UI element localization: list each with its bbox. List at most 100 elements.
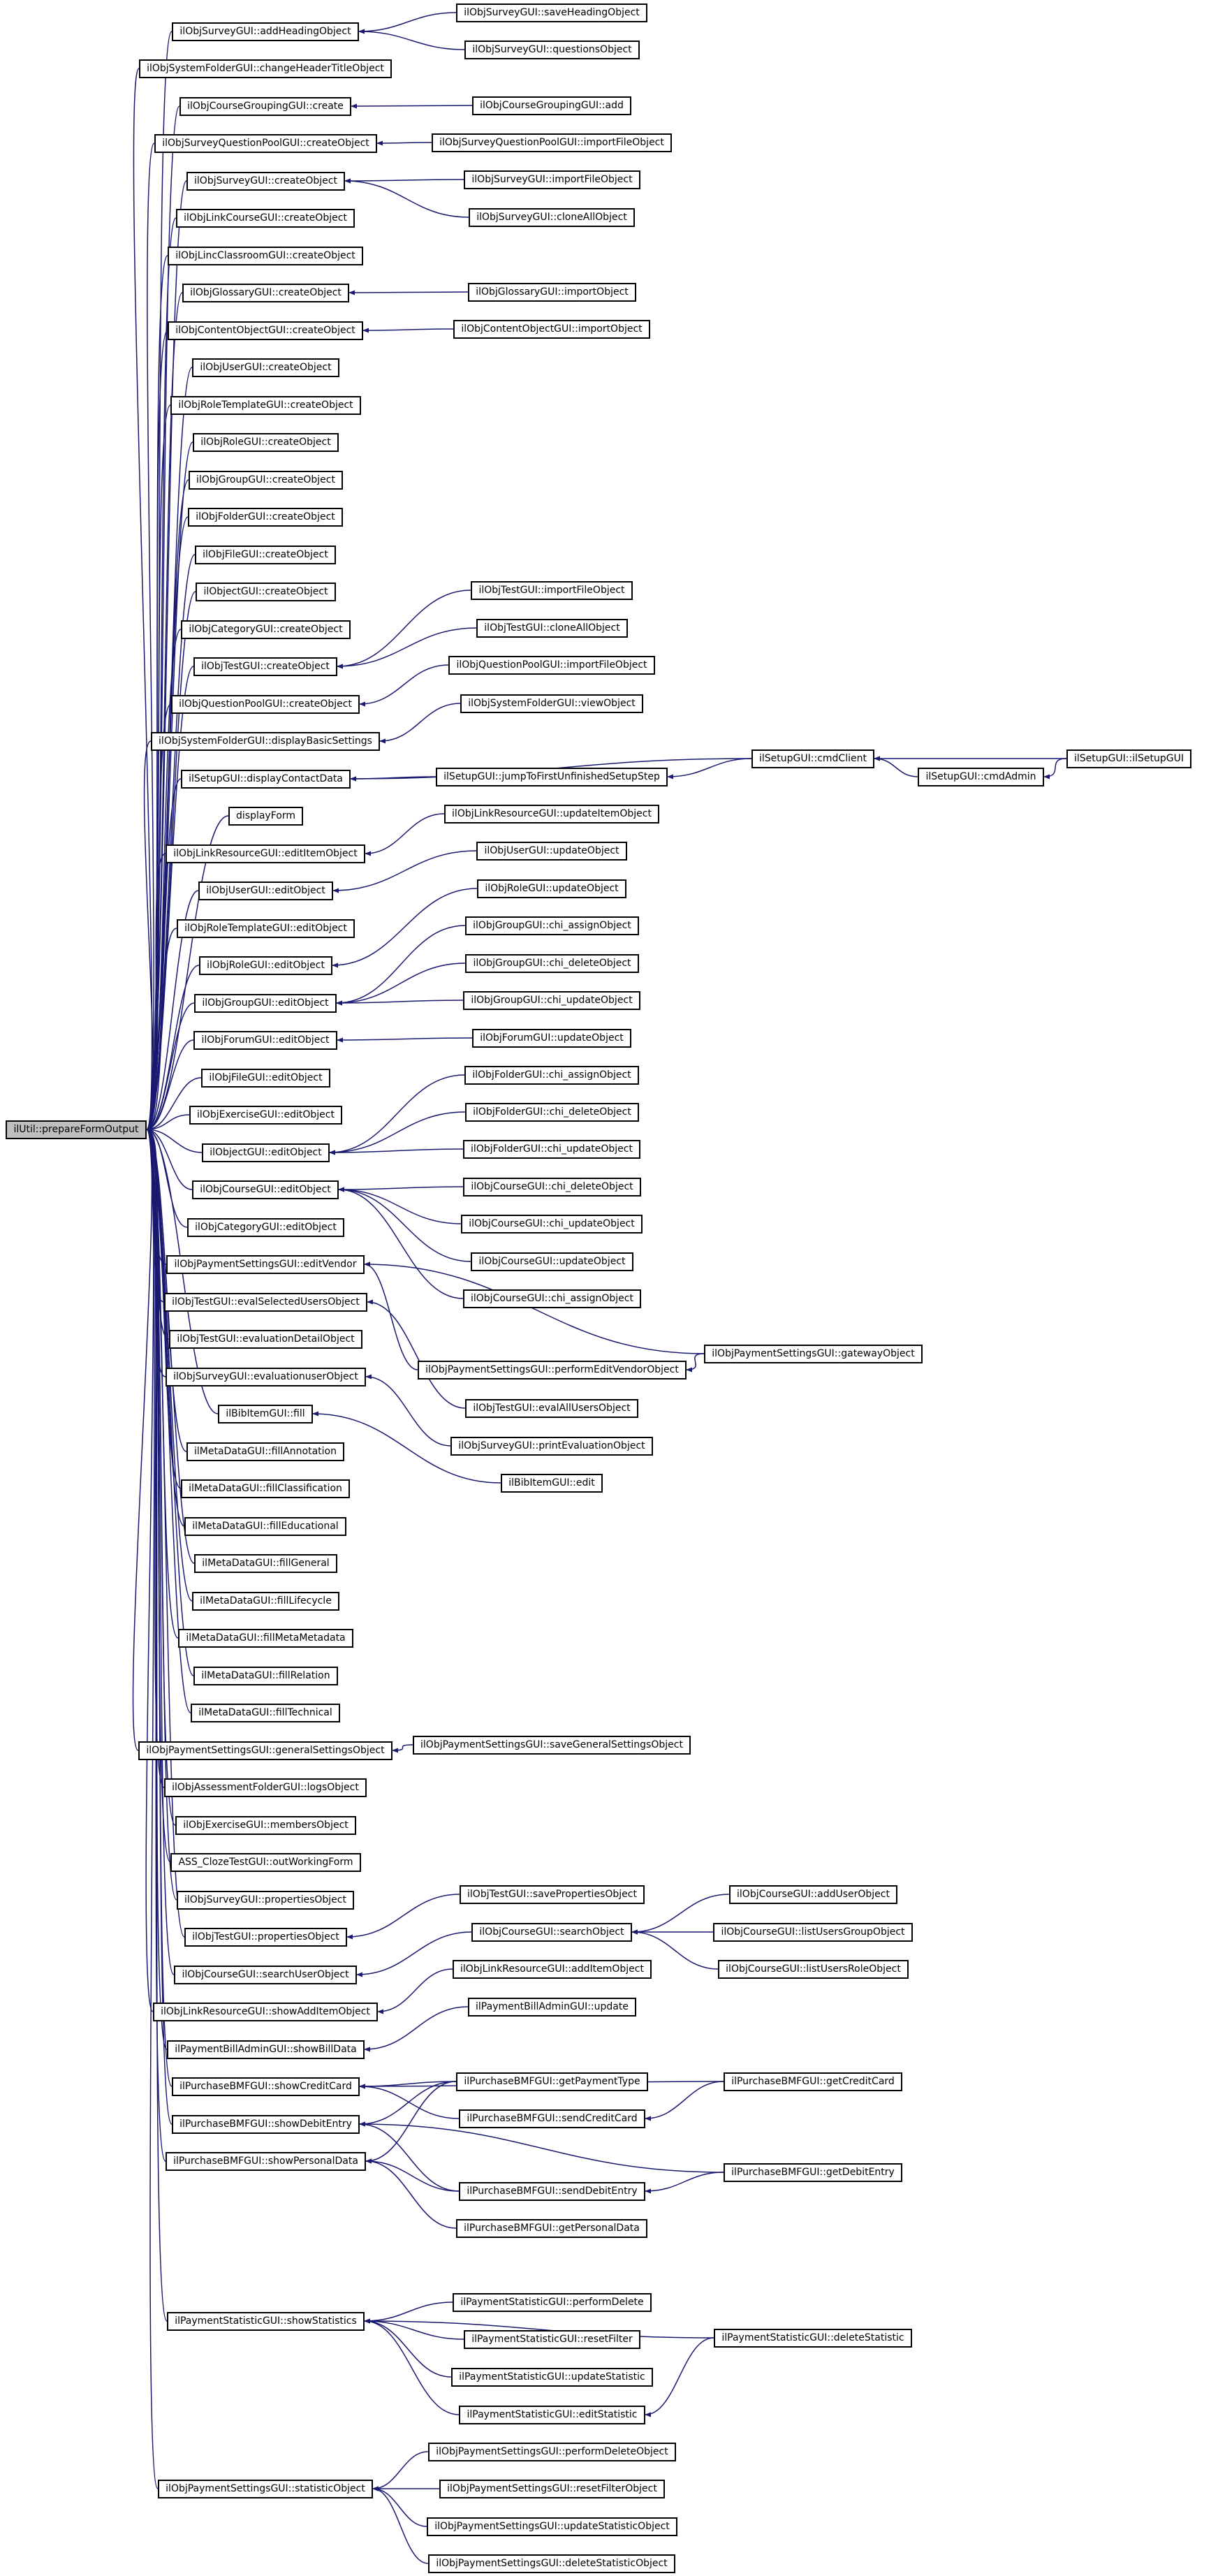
function-node[interactable]: ilObjFileGUI::createObject — [195, 546, 336, 564]
function-node[interactable]: ASS_ClozeTestGUI::outWorkingForm — [170, 1853, 361, 1872]
function-node[interactable]: ilObjUserGUI::editObject — [198, 881, 333, 900]
function-node[interactable]: ilPurchaseBMFGUI::showPersonalData — [166, 2152, 366, 2171]
function-node[interactable]: ilObjRoleGUI::updateObject — [477, 879, 626, 898]
function-node[interactable]: ilSetupGUI::cmdClient — [751, 749, 874, 768]
function-node[interactable]: ilObjSurveyGUI::printEvaluationObject — [450, 1437, 653, 1456]
function-node[interactable]: ilObjectGUI::createObject — [196, 583, 336, 601]
function-node[interactable]: ilSetupGUI::cmdAdmin — [918, 768, 1044, 786]
function-node[interactable]: ilObjTestGUI::evaluationDetailObject — [169, 1330, 362, 1349]
function-node[interactable]: ilObjForumGUI::editObject — [193, 1031, 337, 1050]
function-node[interactable]: ilPurchaseBMFGUI::showDebitEntry — [172, 2115, 360, 2134]
function-node[interactable]: ilObjPaymentSettingsGUI::saveGeneralSett… — [413, 1736, 691, 1755]
function-node[interactable]: ilPurchaseBMFGUI::getPaymentType — [456, 2072, 648, 2091]
function-node[interactable]: ilObjGroupGUI::createObject — [189, 471, 343, 490]
function-node[interactable]: ilSetupGUI::jumpToFirstUnfinishedSetupSt… — [436, 768, 668, 786]
function-node[interactable]: ilObjCourseGUI::chi_deleteObject — [463, 1178, 641, 1196]
function-node[interactable]: ilObjContentObjectGUI::importObject — [453, 320, 650, 339]
function-node[interactable]: ilObjPaymentSettingsGUI::editVendor — [166, 1255, 365, 1274]
function-node[interactable]: ilObjUserGUI::updateObject — [476, 842, 627, 861]
function-node[interactable]: ilObjRoleTemplateGUI::createObject — [170, 396, 361, 415]
function-node[interactable]: ilObjCourseGUI::addUserObject — [729, 1885, 897, 1904]
function-node[interactable]: ilObjLinkResourceGUI::editItemObject — [166, 844, 365, 863]
function-node[interactable]: ilObjCourseGUI::listUsersGroupObject — [713, 1923, 913, 1942]
function-node[interactable]: ilObjQuestionPoolGUI::createObject — [171, 695, 360, 714]
function-node[interactable]: ilObjPaymentSettingsGUI::generalSettings… — [138, 1741, 392, 1760]
function-node[interactable]: ilObjSurveyGUI::propertiesObject — [177, 1891, 354, 1910]
function-node[interactable]: displayForm — [228, 807, 303, 826]
function-node[interactable]: ilObjUserGUI::createObject — [192, 358, 339, 377]
function-node[interactable]: ilObjGroupGUI::editObject — [194, 994, 337, 1013]
function-node[interactable]: ilObjSurveyQuestionPoolGUI::importFileOb… — [432, 133, 672, 152]
function-node[interactable]: ilPurchaseBMFGUI::sendDebitEntry — [459, 2182, 645, 2201]
function-node[interactable]: ilObjLinkCourseGUI::createObject — [176, 209, 355, 228]
function-node[interactable]: ilObjSystemFolderGUI::displayBasicSettin… — [151, 732, 380, 751]
function-node[interactable]: ilObjContentObjectGUI::createObject — [168, 321, 363, 340]
function-node[interactable]: ilMetaDataGUI::fillAnnotation — [186, 1442, 344, 1461]
function-node[interactable]: ilObjLinkResourceGUI::addItemObject — [453, 1960, 652, 1979]
function-node[interactable]: ilObjFolderGUI::chi_deleteObject — [465, 1103, 639, 1122]
function-node[interactable]: ilPaymentStatisticGUI::showStatistics — [167, 2312, 365, 2331]
function-node[interactable]: ilObjLincClassroomGUI::createObject — [168, 247, 363, 265]
function-node[interactable]: ilPaymentStatisticGUI::updateStatistic — [451, 2368, 653, 2387]
function-node[interactable]: ilObjGroupGUI::chi_deleteObject — [465, 954, 639, 973]
function-node[interactable]: ilObjRoleTemplateGUI::editObject — [177, 919, 355, 938]
function-node[interactable]: ilObjGlossaryGUI::importObject — [468, 283, 636, 302]
function-node[interactable]: ilMetaDataGUI::fillTechnical — [191, 1704, 340, 1722]
function-node[interactable]: ilObjPaymentSettingsGUI::updateStatistic… — [427, 2517, 677, 2536]
function-node[interactable]: ilObjForumGUI::updateObject — [472, 1029, 631, 1048]
function-node[interactable]: ilObjSurveyGUI::createObject — [186, 172, 345, 191]
function-node[interactable]: ilObjTestGUI::savePropertiesObject — [460, 1885, 645, 1904]
function-node[interactable]: ilPaymentStatisticGUI::editStatistic — [459, 2406, 645, 2424]
function-node[interactable]: ilPurchaseBMFGUI::getDebitEntry — [724, 2163, 902, 2182]
function-node[interactable]: ilObjCourseGUI::searchUserObject — [174, 1966, 357, 1984]
function-node[interactable]: ilSetupGUI::displayContactData — [181, 770, 351, 789]
function-node[interactable]: ilObjPaymentSettingsGUI::performDeleteOb… — [428, 2443, 676, 2461]
function-node[interactable]: ilPurchaseBMFGUI::showCreditCard — [172, 2077, 360, 2096]
function-node[interactable]: ilObjSurveyGUI::saveHeadingObject — [456, 3, 647, 22]
function-node[interactable]: ilObjTestGUI::importFileObject — [471, 581, 633, 600]
function-node[interactable]: ilObjSurveyQuestionPoolGUI::createObject — [154, 134, 377, 153]
function-node[interactable]: ilObjPaymentSettingsGUI::performEditVend… — [418, 1361, 687, 1380]
function-node[interactable]: ilPaymentBillAdminGUI::showBillData — [167, 2040, 365, 2059]
function-node[interactable]: ilMetaDataGUI::fillLifecycle — [192, 1592, 339, 1611]
function-node[interactable]: ilMetaDataGUI::fillRelation — [193, 1667, 338, 1685]
function-node[interactable]: ilMetaDataGUI::fillMetaMetadata — [178, 1629, 353, 1648]
function-node[interactable]: ilBibItemGUI::edit — [501, 1474, 603, 1493]
function-node[interactable]: ilObjPaymentSettingsGUI::gatewayObject — [704, 1345, 923, 1363]
function-node[interactable]: ilObjFileGUI::editObject — [201, 1069, 330, 1088]
function-node[interactable]: ilObjSystemFolderGUI::changeHeaderTitleO… — [139, 59, 392, 78]
function-node[interactable]: ilObjRoleGUI::createObject — [193, 433, 339, 452]
function-node[interactable]: ilObjCourseGroupingGUI::create — [179, 97, 351, 116]
function-node[interactable]: ilObjSurveyGUI::addHeadingObject — [172, 22, 359, 41]
function-node[interactable]: ilObjCourseGUI::editObject — [192, 1180, 339, 1199]
function-node[interactable]: ilObjFolderGUI::chi_assignObject — [464, 1066, 639, 1085]
function-node[interactable]: ilObjLinkResourceGUI::updateItemObject — [444, 805, 659, 824]
function-node[interactable]: ilObjCourseGUI::listUsersRoleObject — [718, 1960, 909, 1979]
function-node[interactable]: ilMetaDataGUI::fillEducational — [184, 1517, 346, 1536]
function-node[interactable]: ilObjGlossaryGUI::createObject — [182, 284, 349, 302]
function-node[interactable]: ilObjSurveyGUI::importFileObject — [464, 170, 640, 189]
function-node[interactable]: ilObjPaymentSettingsGUI::statisticObject — [158, 2480, 373, 2498]
function-node[interactable]: ilObjSystemFolderGUI::viewObject — [460, 694, 643, 713]
function-node[interactable]: ilObjCourseGUI::searchObject — [471, 1923, 632, 1942]
function-node[interactable]: ilPurchaseBMFGUI::getPersonalData — [456, 2219, 647, 2238]
function-node[interactable]: ilPaymentStatisticGUI::resetFilter — [464, 2330, 640, 2349]
function-node[interactable]: ilObjExerciseGUI::membersObject — [175, 1816, 356, 1835]
function-node[interactable]: ilObjCourseGUI::chi_assignObject — [463, 1289, 641, 1308]
function-node[interactable]: ilObjSurveyGUI::questionsObject — [464, 41, 640, 59]
function-node[interactable]: ilSetupGUI::ilSetupGUI — [1066, 749, 1191, 768]
function-node[interactable]: ilObjSurveyGUI::cloneAllObject — [469, 208, 635, 227]
function-node[interactable]: ilPaymentStatisticGUI::performDelete — [453, 2293, 652, 2312]
function-node[interactable]: ilObjPaymentSettingsGUI::deleteStatistic… — [428, 2554, 675, 2573]
function-node[interactable]: ilObjGroupGUI::chi_updateObject — [463, 991, 640, 1010]
function-node[interactable]: ilObjCourseGUI::updateObject — [471, 1252, 633, 1271]
function-node[interactable]: ilPurchaseBMFGUI::getCreditCard — [724, 2072, 902, 2091]
function-node[interactable]: ilPaymentStatisticGUI::deleteStatistic — [714, 2329, 912, 2348]
function-node[interactable]: ilObjTestGUI::evalAllUsersObject — [465, 1399, 638, 1418]
function-node[interactable]: ilObjFolderGUI::chi_updateObject — [463, 1140, 640, 1159]
function-node[interactable]: ilObjExerciseGUI::editObject — [189, 1106, 342, 1125]
function-node[interactable]: ilObjectGUI::editObject — [202, 1143, 330, 1162]
function-node[interactable]: ilObjAssessmentFolderGUI::logsObject — [164, 1778, 367, 1797]
function-node[interactable]: ilObjCourseGUI::chi_updateObject — [461, 1215, 643, 1234]
function-node[interactable]: ilObjTestGUI::cloneAllObject — [476, 619, 628, 638]
